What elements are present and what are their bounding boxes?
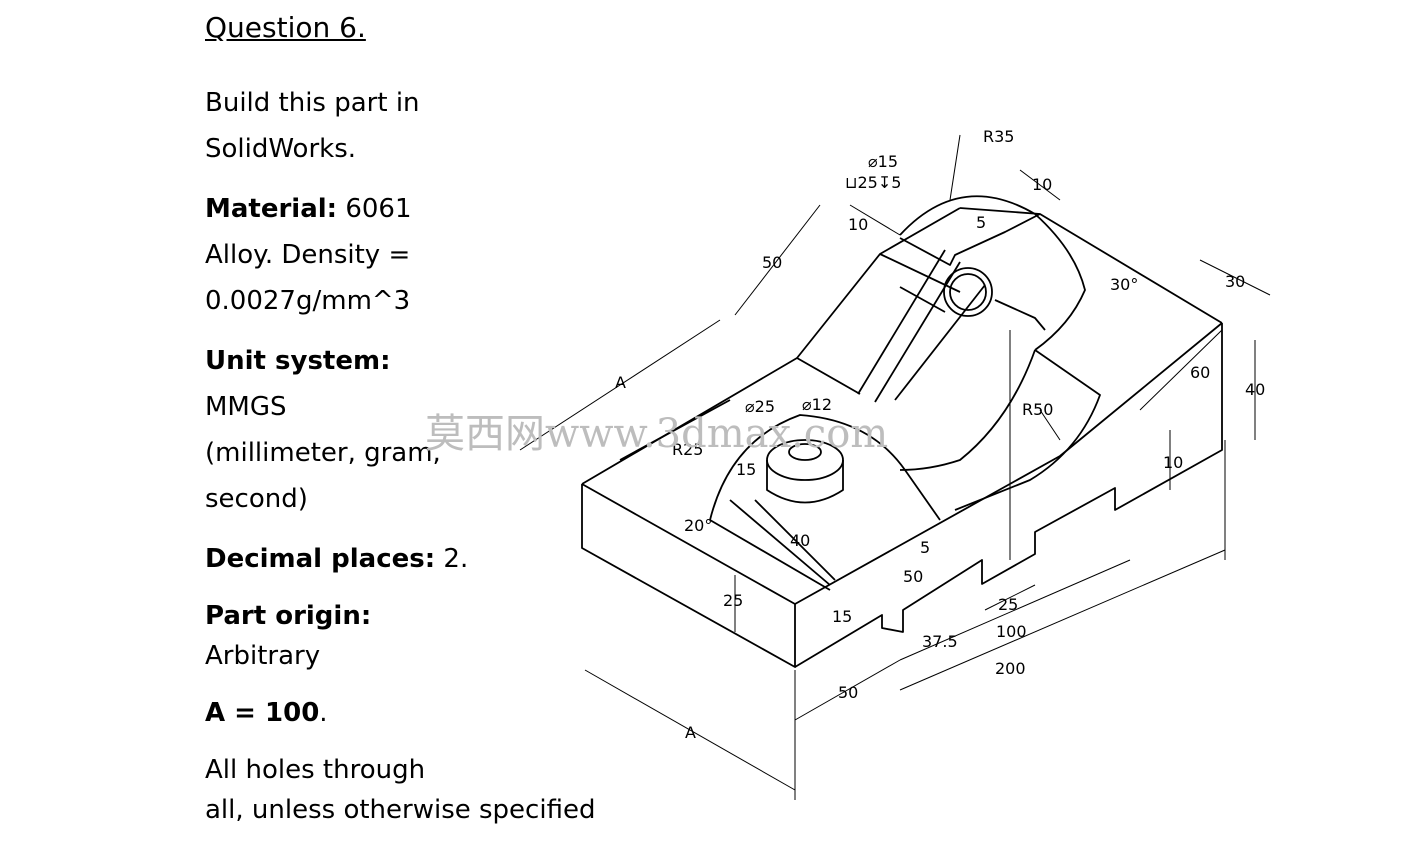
dim-60: 60 [1190,363,1210,382]
material-value-3: 0.0027g/mm^3 [205,286,411,316]
dim-5-bottom: 5 [920,538,930,557]
dim-100: 100 [996,622,1027,641]
dim-a-bottom: A [685,723,696,742]
material-value-1: 6061 [337,194,412,224]
dim-r25: R25 [672,440,703,459]
material-block: Material: 6061 Alloy. Density = 0.0027g/… [205,186,625,324]
dim-20-deg: 20° [684,516,712,535]
dim-200: 200 [995,659,1026,678]
origin-value: Arbitrary [205,641,321,671]
dim-d15: ⌀15 [868,152,898,171]
a-value-label: A = 100 [205,698,320,728]
dim-40-mid: 40 [790,531,810,550]
unit-label: Unit system: [205,346,391,376]
build-line-2: SolidWorks. [205,134,357,164]
question-title: Question 6. [205,11,366,44]
dim-15-boss: 15 [736,460,756,479]
instructions-panel: Question 6. Build this part in SolidWork… [205,8,625,844]
origin-label: Part origin: [205,601,372,631]
dim-10-left: 10 [848,215,868,234]
unit-value-1: MMGS [205,392,287,422]
dim-d12: ⌀12 [802,395,832,414]
dim-50-bottom: 50 [838,683,858,702]
unit-block: Unit system: MMGS (millimeter, gram, sec… [205,338,625,522]
dim-r35: R35 [983,127,1014,146]
dim-40-right: 40 [1245,380,1265,399]
decimal-label: Decimal places: [205,544,436,574]
dim-r50: R50 [1022,400,1053,419]
dim-25-slot: 25 [998,595,1018,614]
dim-30: 30 [1225,272,1245,291]
dimension-labels: R35 ⌀15 ⊔25↧5 10 10 5 50 30° 30 60 40 A … [615,127,1265,742]
build-line-1: Build this part in [205,88,420,118]
dim-50-left: 50 [762,253,782,272]
dim-15-bottom: 15 [832,607,852,626]
dim-25-left: 25 [723,591,743,610]
unit-value-3: second) [205,484,308,514]
holes-note: All holes through all, unless otherwise … [205,750,625,830]
holes-line-1: All holes through [205,755,426,785]
decimal-value: 2. [435,544,469,574]
part-outline [581,195,1223,668]
dim-50-mid: 50 [903,567,923,586]
build-instruction: Build this part in SolidWorks. [205,80,625,172]
holes-line-2: all, unless otherwise specified [205,795,596,825]
dim-d25: ⌀25 [745,397,775,416]
a-value-block: A = 100. [205,690,625,736]
material-value-2: Alloy. Density = [205,240,411,270]
a-value-suffix: . [319,698,328,728]
dimension-lines [519,134,1271,800]
unit-value-2: (millimeter, gram, [205,438,441,468]
material-label: Material: [205,194,338,224]
origin-block: Part origin: Arbitrary [205,596,625,676]
dim-10-top: 10 [1032,175,1052,194]
decimal-block: Decimal places: 2. [205,536,625,582]
dim-30-deg: 30° [1110,275,1138,294]
dim-37-5: 37.5 [922,632,958,651]
dim-10-right: 10 [1163,453,1183,472]
dim-5-slot: 5 [976,213,986,232]
dim-cbore: ⊔25↧5 [845,173,901,192]
